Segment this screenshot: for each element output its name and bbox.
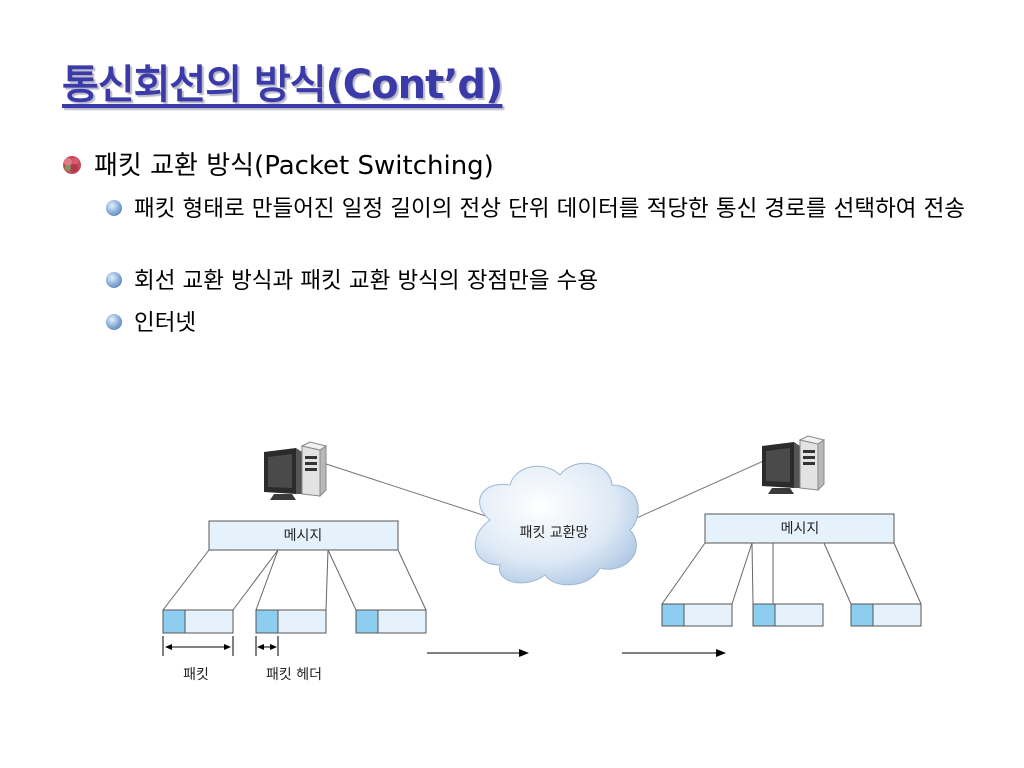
merge-lines [661,542,922,605]
sub-bullet-1: 패킷 형태로 만들어진 일정 길이의 전상 단위 데이터를 적당한 통신 경로를… [106,192,966,226]
dimension-markers [162,636,279,656]
packet [255,609,327,634]
sphere-bullet-icon [106,272,122,288]
packet-header [355,609,379,634]
message-label: 메시지 [284,528,323,544]
packet [850,603,922,627]
packet-header [162,609,186,634]
computer-icon [264,441,328,500]
sub-bullet-2: 회선 교환 방식과 패킷 교환 방식의 장점만을 수용 [106,264,966,298]
packet [661,603,733,627]
packet-header-label: 패킷 헤더 [266,667,322,683]
packet-header [752,603,776,627]
sub-bullet-text: 인터넷 [134,310,197,336]
packet [752,603,824,627]
sub-bullet-3: 인터넷 [106,306,966,340]
link-line [629,457,771,522]
main-bullet: 패킷 교환 방식(Packet Switching) [62,145,494,182]
sub-bullet-text: 회선 교환 방식과 패킷 교환 방식의 장점만을 수용 [134,268,599,294]
packet-label: 패킷 [183,667,209,683]
network-label: 패킷 교환망 [520,525,589,541]
flower-bullet-icon [63,156,81,174]
message-label: 메시지 [781,521,820,537]
split-lines [162,549,427,611]
packet-header [661,603,685,627]
message-box [208,520,399,551]
network-cloud: 패킷 교환망 [474,462,639,586]
packet-header [850,603,874,627]
packet [355,609,427,634]
link-line [319,461,493,519]
message-box [704,513,895,544]
computer-icon [762,435,826,494]
main-bullet-text: 패킷 교환 방식(Packet Switching) [94,151,494,181]
sphere-bullet-icon [106,314,122,330]
sub-bullet-text: 패킷 형태로 만들어진 일정 길이의 전상 단위 데이터를 적당한 통신 경로를… [134,196,966,222]
sphere-bullet-icon [106,200,122,216]
slide-title: 통신회선의 방식(Cont’d) [62,62,503,108]
packet-header [255,609,279,634]
packet [162,609,234,634]
